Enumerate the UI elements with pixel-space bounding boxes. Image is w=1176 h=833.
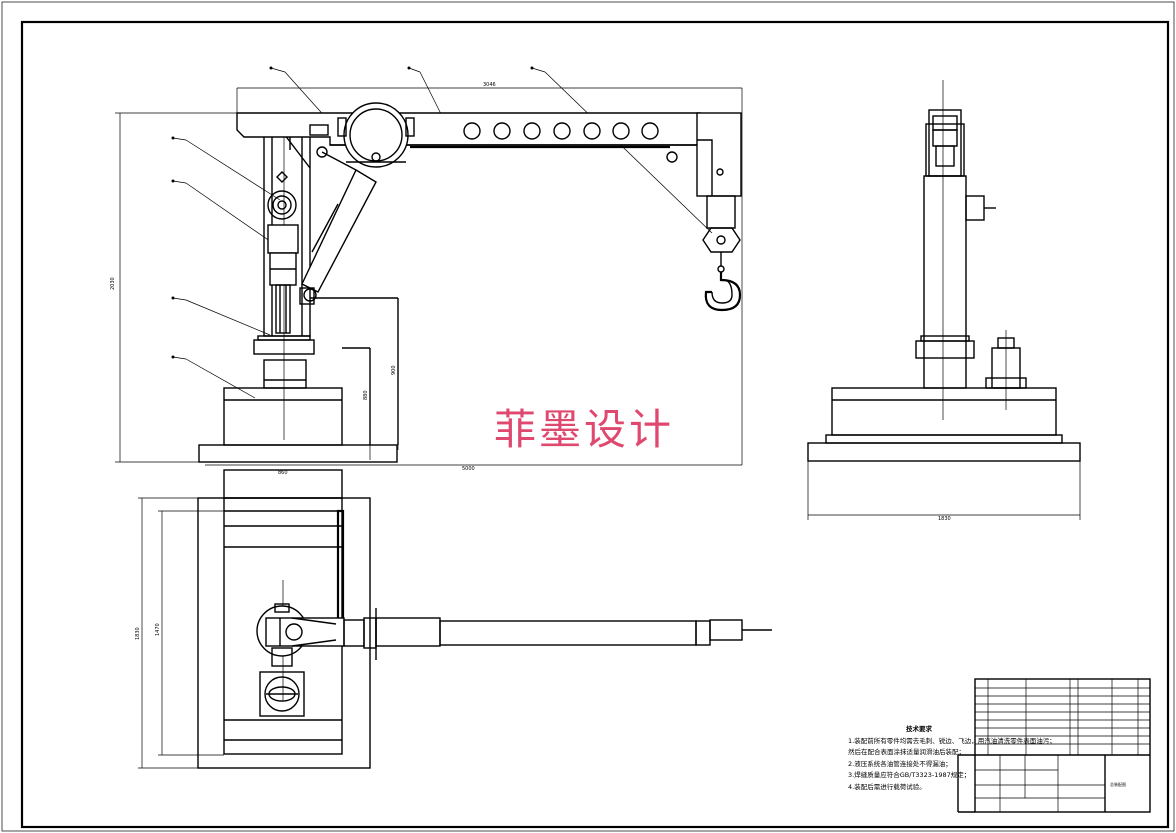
dim-boom-length: 3046 bbox=[483, 82, 496, 88]
watermark-text: 菲墨设计 bbox=[494, 405, 675, 454]
dim-plan-outer: 1830 bbox=[135, 627, 141, 640]
dim-span-width: 5000 bbox=[462, 466, 475, 472]
notes-title: 技术要求 bbox=[906, 725, 932, 733]
notes-item: 4.装配后需进行载荷试验。 bbox=[848, 782, 926, 791]
dim-plan-width: 860 bbox=[278, 470, 288, 476]
dim-side-base-width: 1830 bbox=[938, 516, 951, 522]
title-block-drawing-name: 总装配图 bbox=[1110, 781, 1126, 787]
front-view: 3046 2030 5000 880 900 bbox=[110, 66, 743, 472]
dim-plan-inner: 1470 bbox=[155, 623, 161, 636]
notes-item: 3.焊缝质量应符合GB/T3323-1987规定； bbox=[848, 771, 971, 779]
dim-column-b: 900 bbox=[391, 365, 397, 375]
side-view: 1830 bbox=[807, 80, 1081, 522]
dim-column-a: 880 bbox=[363, 390, 369, 400]
top-view: 860 1830 1470 bbox=[135, 469, 772, 769]
notes-item: 1.装配前所有零件均需去毛刺、锐边、飞边，用汽油清洗零件表面油污； bbox=[848, 736, 1056, 745]
dim-total-height: 2030 bbox=[110, 277, 116, 290]
title-block: 总装配图 bbox=[957, 678, 1151, 813]
technical-notes: 技术要求 1.装配前所有零件均需去毛刺、锐边、飞边，用汽油清洗零件表面油污； 然… bbox=[848, 724, 1056, 793]
notes-item: 然后在配合表面涂抹适量润滑油后装配； bbox=[848, 748, 965, 756]
notes-item: 2.液压系统各油管连接处不得漏油； bbox=[848, 759, 952, 768]
inner-border bbox=[20, 20, 1170, 829]
